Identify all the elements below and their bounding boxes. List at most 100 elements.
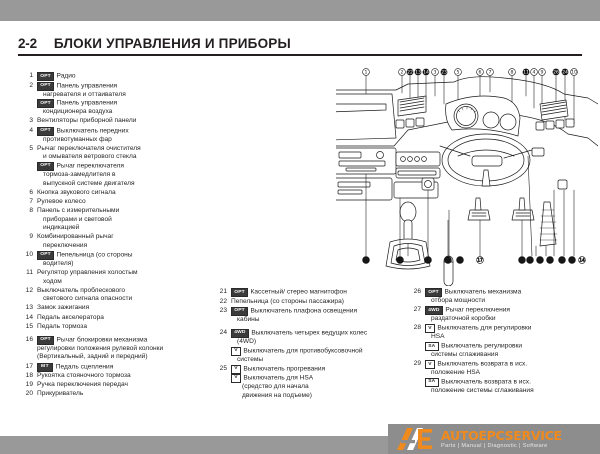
variant-badge: V bbox=[231, 364, 241, 374]
callout-body: Панель с измерительными приборами и свето… bbox=[37, 207, 196, 233]
callout-text: Замок зажигания bbox=[37, 304, 90, 312]
variant-badge: SA bbox=[425, 342, 439, 352]
svg-text:26: 26 bbox=[553, 70, 559, 76]
svg-text:24: 24 bbox=[562, 70, 568, 76]
callout-text: Выключатель для регулировки bbox=[437, 324, 532, 332]
callout-number: 2 bbox=[29, 81, 33, 89]
callout-line: HSA bbox=[425, 333, 596, 342]
callout-number: 11 bbox=[26, 269, 33, 277]
svg-text:20: 20 bbox=[445, 258, 451, 264]
callout-number: 21 bbox=[219, 288, 227, 295]
callout-line: Замок зажигания bbox=[37, 304, 196, 313]
callout-line: Рукоятка стояночного тормоза bbox=[37, 372, 196, 381]
callout-line: Вентиляторы приборной панели bbox=[37, 117, 196, 126]
callout-body: Педаль тормоза bbox=[37, 323, 196, 332]
callout-text: HSA bbox=[431, 333, 445, 341]
variant-badge: OPT bbox=[231, 288, 249, 297]
callout-text: Панель с измерительными bbox=[37, 206, 120, 214]
callout-number: 14 bbox=[25, 313, 33, 321]
callout-text: системы bbox=[237, 355, 264, 363]
callout-text: Выключатель плафона освещения bbox=[250, 307, 358, 315]
svg-text:25: 25 bbox=[569, 258, 575, 264]
callout-number: 18 bbox=[25, 372, 33, 380]
callout-text: индикацией bbox=[43, 224, 80, 232]
callout-line: Прикуриватель bbox=[37, 390, 196, 399]
callout-number: 27 bbox=[413, 306, 421, 314]
callout-line: светового сигнала опасности bbox=[37, 295, 196, 304]
callout-body: Рулевое колесо bbox=[37, 198, 196, 207]
variant-badge: OPT bbox=[37, 335, 55, 345]
callout-text: Пепельница (со стороны пассажира) bbox=[231, 297, 344, 305]
watermark-tagline: Parts | Manual | Diagnostic | Software bbox=[441, 442, 548, 449]
svg-text:22: 22 bbox=[407, 70, 413, 76]
dashboard-diagram: 1 2 22 13 14 3 23 5 6 7 8 11 4 9 26 24 1 bbox=[336, 60, 598, 286]
callout-line: выпускной системе двигателя bbox=[37, 180, 196, 189]
callout-text: Педаль акселератора bbox=[37, 313, 104, 321]
callout-text: Педаль тормоза bbox=[37, 322, 87, 330]
callout-text: раздаточной коробки bbox=[431, 315, 496, 323]
callout-number: 4 bbox=[29, 126, 33, 134]
callout-body: Замок зажигания bbox=[37, 304, 196, 313]
callout-text: Выключатель регулировки bbox=[441, 342, 523, 350]
callout-number: 9 bbox=[29, 233, 33, 241]
callout-number: 8 bbox=[29, 206, 33, 214]
callout-line: Регулятор управления холостым bbox=[37, 269, 196, 278]
svg-text:10: 10 bbox=[571, 70, 577, 76]
svg-text:29: 29 bbox=[559, 258, 565, 264]
callout-number: 25 bbox=[219, 364, 227, 372]
callout-number: 16 bbox=[25, 335, 33, 343]
callout-text: выпускной системе двигателя bbox=[43, 179, 135, 187]
callout-text: Рычаг блокировки механизма bbox=[56, 336, 148, 344]
callout-text: регулировки положения рулевой колонки bbox=[37, 344, 164, 352]
callout-line: приборами и световой bbox=[37, 216, 196, 225]
variant-badge: 4WD bbox=[231, 328, 249, 338]
callout-text: Выключатель передних bbox=[56, 127, 129, 135]
variant-badge: V bbox=[231, 346, 241, 356]
callout-text: тормоза-замедлителя в bbox=[43, 171, 116, 179]
svg-text:19: 19 bbox=[457, 258, 463, 264]
svg-text:14: 14 bbox=[579, 258, 585, 264]
callout-body: Рукоятка стояночного тормоза bbox=[37, 372, 196, 381]
callout-number: 12 bbox=[25, 286, 33, 294]
variant-badge: OPT bbox=[37, 161, 55, 171]
svg-text:11: 11 bbox=[523, 70, 529, 76]
svg-text:7: 7 bbox=[489, 70, 492, 76]
callout-text: ходом bbox=[43, 277, 62, 285]
callout-text: положение системы сглаживания bbox=[431, 387, 534, 395]
variant-badge: OPT bbox=[231, 306, 249, 316]
callout-body: Пепельница (со стороны пассажира) bbox=[231, 298, 402, 307]
callout-line: кабины bbox=[231, 316, 402, 325]
svg-text:3: 3 bbox=[434, 70, 437, 76]
callout-text: нагревателя и оттаивателя bbox=[43, 90, 126, 98]
callout-text: Выключатель механизма bbox=[444, 288, 522, 296]
callout-text: Рычаг переключения bbox=[445, 306, 510, 314]
callout-text: Выключатель для противобуксовочной bbox=[243, 347, 363, 355]
callout-text: кабины bbox=[237, 315, 260, 323]
svg-text:9: 9 bbox=[541, 70, 544, 76]
callout-line: положение системы сглаживания bbox=[425, 387, 596, 396]
callout-text: Рулевое колесо bbox=[37, 197, 86, 205]
callout-line: Педаль тормоза bbox=[37, 323, 196, 332]
